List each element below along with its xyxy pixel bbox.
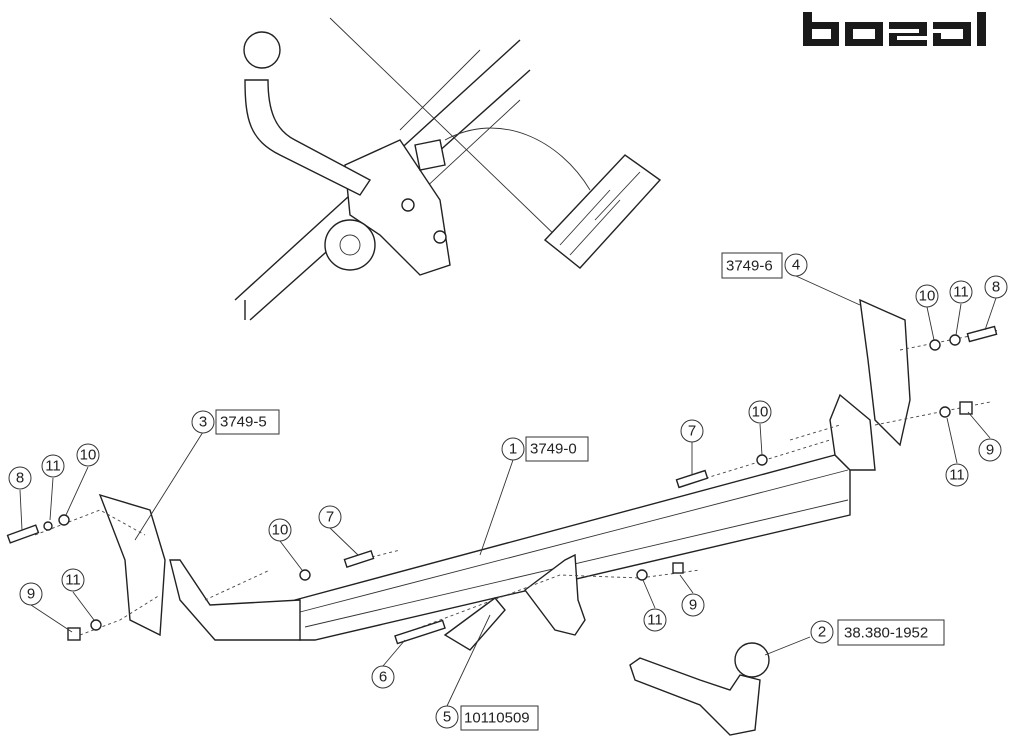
callout-10-right: 10 <box>915 284 939 308</box>
callout-5: 5 10110509 <box>435 705 539 731</box>
fastener-lines <box>6 325 1001 645</box>
tow-ball-neck <box>629 642 770 736</box>
svg-text:10: 10 <box>80 447 97 464</box>
inset-mounting-detail <box>234 17 662 321</box>
svg-text:3: 3 <box>199 414 207 431</box>
svg-text:9: 9 <box>27 586 35 603</box>
bracket-left <box>98 493 166 637</box>
callout-11-center: 11 <box>643 608 667 632</box>
svg-text:4: 4 <box>792 257 800 274</box>
callout-7-right: 7 <box>680 419 704 443</box>
callout-9-center: 9 <box>681 593 705 617</box>
callout-11-left-top: 11 <box>41 454 65 478</box>
callout-11-right-top: 11 <box>949 280 973 304</box>
svg-text:11: 11 <box>45 458 61 475</box>
svg-text:8: 8 <box>16 470 24 487</box>
type-plate-label <box>543 154 662 269</box>
callout-10-mid-left: 10 <box>268 518 292 542</box>
svg-text:11: 11 <box>647 612 663 629</box>
svg-text:11: 11 <box>949 467 965 484</box>
svg-text:11: 11 <box>953 284 969 301</box>
callout-9-left: 9 <box>19 582 43 606</box>
svg-text:7: 7 <box>688 423 696 440</box>
svg-text:10: 10 <box>752 404 769 421</box>
svg-text:1: 1 <box>509 441 517 458</box>
callout-9-right: 9 <box>978 438 1002 462</box>
callout-10-left: 10 <box>76 443 100 467</box>
svg-text:6: 6 <box>379 669 387 686</box>
svg-text:3749-6: 3749-6 <box>726 258 773 275</box>
socket-plate <box>443 597 506 651</box>
svg-text:3749-5: 3749-5 <box>220 414 267 431</box>
svg-text:2: 2 <box>818 624 826 641</box>
leader-lines <box>19 275 997 707</box>
svg-text:9: 9 <box>689 597 697 614</box>
svg-text:5: 5 <box>443 709 451 726</box>
bosal-logo <box>803 12 986 46</box>
bracket-right <box>859 298 911 447</box>
crossbar <box>169 393 876 641</box>
callout-7-left: 7 <box>318 505 342 529</box>
callout-3: 3 3749-5 <box>191 409 280 435</box>
svg-text:7: 7 <box>326 509 334 526</box>
callout-1: 1 3749-0 <box>501 436 589 462</box>
callout-4: 3749-6 4 <box>721 252 808 279</box>
svg-text:38.380-1952: 38.380-1952 <box>844 625 928 642</box>
svg-text:11: 11 <box>65 572 81 589</box>
callout-8-left: 8 <box>8 466 32 490</box>
callout-6: 6 <box>371 665 395 689</box>
callout-8-right: 8 <box>984 275 1008 299</box>
callout-10-mid-right: 10 <box>748 400 772 424</box>
svg-text:10110509: 10110509 <box>464 710 530 727</box>
svg-text:10: 10 <box>272 522 289 539</box>
callout-2: 2 38.380-1952 <box>810 619 945 646</box>
svg-text:8: 8 <box>992 279 1000 296</box>
callout-11-right-bottom: 11 <box>945 463 969 487</box>
svg-text:3749-0: 3749-0 <box>530 441 577 458</box>
svg-text:10: 10 <box>919 288 936 305</box>
callout-11-left-bottom: 11 <box>61 568 85 592</box>
svg-text:9: 9 <box>986 442 994 459</box>
